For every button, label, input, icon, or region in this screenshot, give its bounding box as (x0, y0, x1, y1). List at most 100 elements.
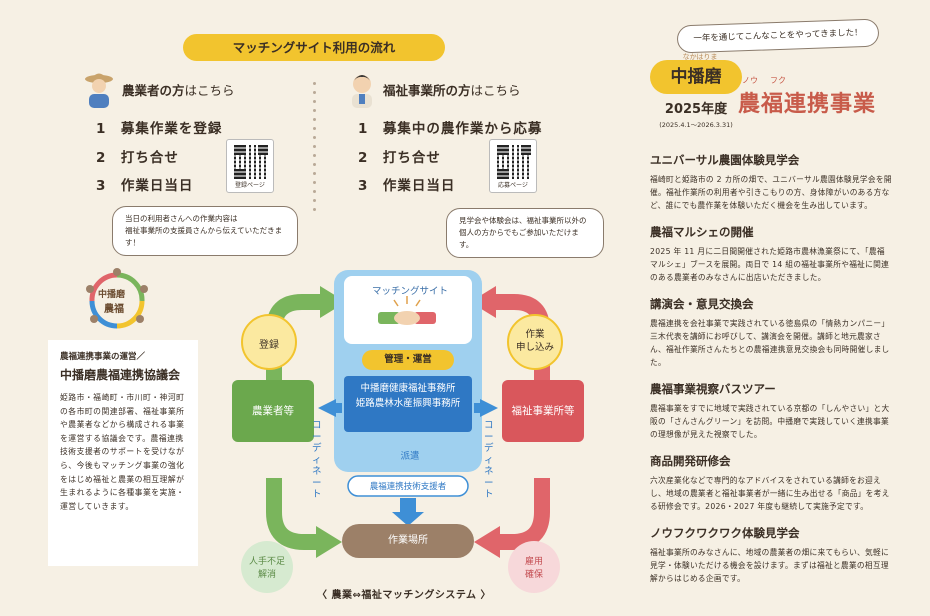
farmer-heading: 農業者の方はこちら (122, 80, 235, 99)
dispatch-label: 派遣 (400, 451, 420, 462)
welfare-staff-icon (352, 75, 372, 108)
council-description: 姫路市・福崎町・市川町・神河町の各市町の関連部署、福祉事業所や農業者などから構成… (60, 393, 185, 511)
project-item-title: 農福マルシェの開催 (650, 225, 754, 239)
farmer-note-line-1: 当日の利用者さんへの作業内容は (125, 214, 238, 223)
council-box: 農福連携事業の運営／ 中播磨農福連携協議会 姫路市・福崎町・市川町・神河町の各市… (48, 340, 198, 566)
farmer-box-label: 農業者等 (252, 405, 294, 417)
down-blue-arrow-head (392, 512, 424, 526)
welfare-qr-code[interactable]: 応募ページ (489, 139, 537, 193)
farmer-step-2: 2 打ち合せ (96, 150, 179, 166)
welfare-heading: 福祉事業所の方はこちら (383, 80, 521, 99)
project-item-title: 農福事業視察バスツアー (650, 382, 776, 396)
project-item-title: 商品開発研修会 (650, 454, 731, 468)
farmer-heading-main: 農業者の方 (122, 83, 185, 98)
down-blue-arrow (400, 498, 416, 514)
handshake-icon (378, 296, 436, 325)
labor-line-2: 解消 (257, 570, 276, 580)
council-logo-line-1: 中播磨 (98, 290, 126, 300)
project-item-title: ノウフクワクワク体験見学会 (650, 526, 800, 540)
project-item-body: 農福事業をすでに地域で実践されている京都の「しんやさい」と大阪の「さんさんグリー… (650, 404, 890, 439)
region-ruby: なかはりま (682, 53, 718, 61)
project-item-body: 農福連携を会社事業で実践されている徳島県の「情熱カンパニー」三木代表を講師にお呼… (650, 319, 890, 367)
welfare-qr-label: 応募ページ (498, 182, 528, 189)
coordinate-right-label: コーディネート (484, 420, 494, 500)
project-title: 農福連携事業 (738, 92, 877, 117)
project-item: 農福事業視察バスツアー 農福事業をすでに地域で実践されている京都の「しんやさい」… (650, 381, 892, 441)
red-lower-arrow (498, 478, 550, 550)
welfare-note-line-1: 見学会や体験会は、福祉事業所以外の (459, 216, 587, 225)
region-badge: 中播磨 (650, 60, 742, 94)
farmer-step-3: 3 作業日当日 (96, 178, 194, 194)
year-banner: 一年を通じてこんなことをやってきました！ (676, 18, 880, 54)
red-arrow-head (470, 286, 496, 318)
council-logo-icon (86, 268, 148, 329)
farmer-heading-sub: はこちら (184, 83, 235, 98)
farmer-step-1: 1 募集作業を登録 (96, 121, 223, 137)
farmer-avatar (84, 70, 114, 108)
fiscal-year: 2025年度 (664, 102, 728, 117)
employ-line-2: 確保 (524, 570, 543, 580)
site-card (344, 276, 472, 344)
matching-system-diagram (232, 270, 584, 593)
green-lower-arrow-head (316, 526, 342, 558)
welfare-box (502, 380, 584, 442)
project-item-title: ユニバーサル農園体験見学会 (650, 153, 800, 167)
project-item: ユニバーサル農園体験見学会 福崎町と姫路市の 2 カ所の畑で、ユニバーサル農園体… (650, 152, 892, 212)
welfare-heading-sub: はこちら (470, 83, 521, 98)
title-ruby-2: フク (770, 76, 786, 85)
farmer-qr-code[interactable]: 登録ページ (226, 139, 274, 193)
project-list: ユニバーサル農園体験見学会 福崎町と姫路市の 2 カ所の畑で、ユニバーサル農園体… (650, 152, 892, 585)
project-item: 農福マルシェの開催 2025 年 11 月に二日間開催された姫路市農林漁業祭にて… (650, 224, 892, 284)
supporter-label: 農福連携技術支援者 (369, 482, 447, 492)
project-item: 講演会・意見交換会 農福連携を会社事業で実践されている徳島県の「情熱カンパニー」… (650, 296, 892, 369)
register-label: 登録 (259, 340, 279, 351)
farmer-qr-label: 登録ページ (235, 182, 265, 189)
farmer-note-line-2: 福祉事業所の支援員さんから伝えていただきます！ (125, 226, 283, 247)
project-item: ノウフクワクワク体験見学会 福祉事業所のみなさんに、地域の農業者の畑に来てもらい… (650, 525, 892, 585)
employ-label: 雇用 確保 (507, 556, 561, 582)
apply-circle (507, 314, 563, 370)
welfare-step-1: 1 募集中の農作業から応募 (358, 121, 543, 137)
welfare-heading-main: 福祉事業所の方 (383, 83, 471, 98)
project-item: 商品開発研修会 六次産業化などで専門的なアドバイスをされている講師をお迎えし、地… (650, 453, 892, 513)
left-blue-arrow-head (318, 399, 336, 417)
employ-circle (508, 541, 560, 593)
office-box (344, 376, 472, 432)
green-arrow-head (320, 286, 346, 318)
worksite-label: 作業場所 (388, 535, 428, 546)
council-logo: 中播磨 農福 (72, 265, 162, 333)
title-ruby-1: ノウ (742, 76, 758, 85)
green-lower-arrow (266, 478, 318, 550)
project-item-body: 福祉事業所のみなさんに、地域の農業者の畑に来てもらい、気軽に見学・体験いただける… (650, 548, 890, 583)
mgmt-pill (362, 350, 454, 370)
apply-label: 作業 申し込み (508, 328, 562, 354)
office-box-text: 中播磨健康福祉事務所 姫路農林水産振興事務所 (344, 381, 472, 411)
farmer-note-bubble: 当日の利用者さんへの作業内容は 福祉事業所の支援員さんから伝えていただきます！ (112, 206, 298, 256)
welfare-step-2: 2 打ち合せ (358, 150, 441, 166)
labor-circle (241, 541, 293, 593)
labor-line-1: 人手不足 (248, 557, 285, 567)
labor-label: 人手不足 解消 (240, 556, 294, 582)
project-item-body: 2025 年 11 月に二日間開催された姫路市農林漁業祭にて、「農福マルシェ」ブ… (650, 247, 890, 282)
right-blue-arrow-head (480, 399, 498, 417)
coordinate-left-label: コーディネート (312, 420, 322, 500)
project-item-body: 六次産業化などで専門的なアドバイスをされている講師をお迎えし、地域の農業者と福祉… (650, 476, 890, 511)
council-logo-line-2: 農福 (104, 304, 124, 315)
apply-line-1: 作業 (525, 329, 545, 340)
project-item-title: 講演会・意見交換会 (650, 297, 754, 311)
worksite-pill (342, 524, 474, 558)
red-lower-arrow-head (474, 526, 500, 558)
flow-title: マッチングサイト利用の流れ (183, 34, 445, 61)
qr-code-icon (234, 145, 268, 179)
fiscal-period: (2025.4.1〜2026.3.31) (659, 121, 733, 129)
apply-line-2: 申し込み (515, 342, 554, 353)
council-subtitle: 農福連携事業の運営／ (60, 352, 146, 362)
register-circle (241, 314, 297, 370)
diagram-caption: 〈 農業⇔福祉マッチングシステム 〉 (317, 590, 492, 601)
welfare-avatar (347, 70, 377, 108)
farmer-box (232, 380, 314, 442)
project-item-body: 福崎町と姫路市の 2 カ所の畑で、ユニバーサル農園体験見学会を開催。福祉作業所の… (650, 175, 892, 210)
column-divider (313, 82, 316, 217)
qr-code-icon (497, 145, 531, 179)
office-line-1: 中播磨健康福祉事務所 (360, 383, 456, 394)
